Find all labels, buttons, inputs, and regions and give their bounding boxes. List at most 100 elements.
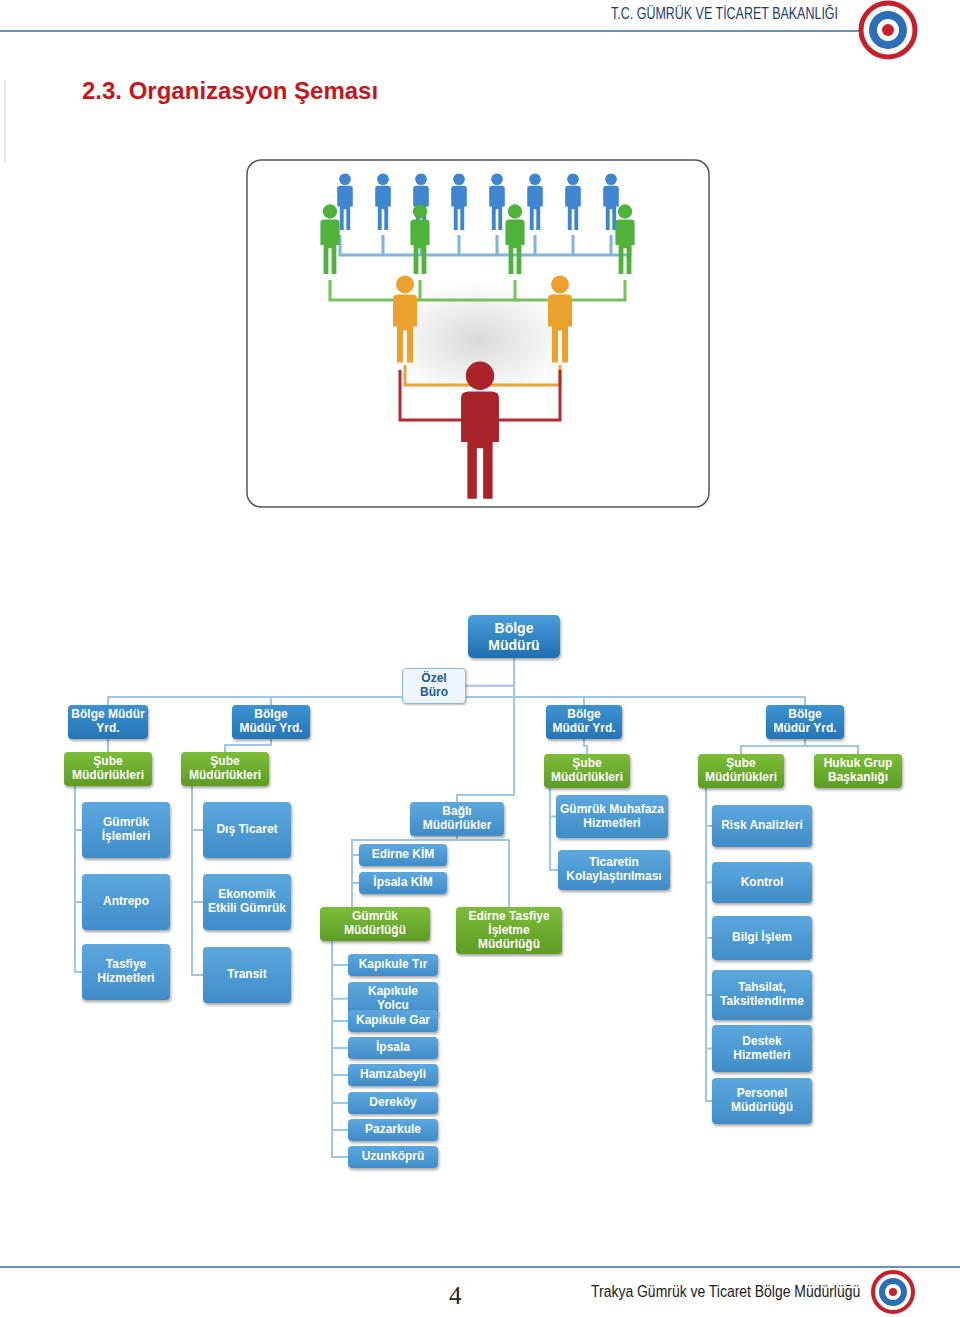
hierarchy-illustration bbox=[247, 160, 709, 507]
unit-box: Kapıkule Gar bbox=[348, 1010, 438, 1032]
connector-line bbox=[271, 658, 514, 705]
connector-line bbox=[332, 941, 348, 999]
node-text: Transit bbox=[206, 968, 288, 982]
node-text: Tasfiye Hizmetleri bbox=[85, 958, 167, 986]
connector-line bbox=[352, 836, 457, 907]
branch-box: Şube Müdürlükleri bbox=[181, 752, 269, 786]
unit-box: İpsala bbox=[348, 1037, 438, 1059]
connector-line bbox=[332, 941, 348, 1048]
connector-line bbox=[514, 658, 805, 705]
node-text: Hamzabeyli bbox=[351, 1068, 435, 1082]
node-text: Antrepo bbox=[85, 895, 167, 909]
page-number: 4 bbox=[449, 1282, 462, 1310]
node-text: Pazarkule bbox=[351, 1123, 435, 1137]
node-text: Bölge Müdür Yrd. bbox=[71, 708, 145, 736]
connector-line bbox=[584, 739, 587, 754]
node-text: Risk Analizleri bbox=[715, 819, 809, 833]
footer-text: Trakya Gümrük ve Ticaret Bölge Müdürlüğü bbox=[591, 1282, 860, 1302]
office-box: Özel Büro bbox=[402, 668, 466, 704]
unit-box: Uzunköprü bbox=[348, 1146, 438, 1168]
deputy-box: Bölge Müdür Yrd. bbox=[546, 705, 622, 739]
node-text: Uzunköprü bbox=[351, 1150, 435, 1164]
unit-box: Risk Analizleri bbox=[712, 805, 812, 847]
connector-line bbox=[75, 786, 82, 830]
connector-line bbox=[805, 739, 858, 754]
unit-box: Antrepo bbox=[82, 874, 170, 930]
connector-line bbox=[466, 658, 514, 686]
node-text: Şube Müdürlükleri bbox=[547, 757, 627, 785]
connector-line bbox=[225, 739, 271, 752]
node-text: Şube Müdürlükleri bbox=[184, 755, 266, 783]
node-text: Bölge Müdürü bbox=[471, 620, 557, 652]
node-text: Dereköy bbox=[351, 1096, 435, 1110]
unit-box: Gümrük Müdürlüğü bbox=[320, 907, 430, 941]
unit-box: Dereköy bbox=[348, 1092, 438, 1114]
node-text: Kapıkule Yolcu bbox=[351, 985, 435, 1013]
node-text: Şube Müdürlükleri bbox=[67, 755, 149, 783]
connector-line bbox=[107, 739, 109, 752]
connector-line bbox=[332, 941, 348, 1103]
node-text: Bölge Müdür Yrd. bbox=[235, 708, 307, 736]
connector-line bbox=[192, 786, 203, 830]
node-text: Şube Müdürlükleri bbox=[701, 757, 781, 785]
director-box: Bölge Müdürü bbox=[468, 615, 560, 658]
node-text: Destek Hizmetleri bbox=[715, 1035, 809, 1063]
deputy-box: Bölge Müdür Yrd. bbox=[68, 705, 148, 739]
node-text: Dış Ticaret bbox=[206, 823, 288, 837]
unit-box: Edirne Tasfiye İşletme Müdürlüğü bbox=[456, 907, 562, 954]
connector-line bbox=[332, 941, 348, 1157]
ministry-logo bbox=[873, 1272, 913, 1312]
unit-box: Personel Müdürlüğü bbox=[712, 1078, 812, 1124]
connector-line bbox=[75, 786, 82, 902]
deputy-box: Bölge Müdür Yrd. bbox=[232, 705, 310, 739]
node-text: Kontrol bbox=[715, 876, 809, 890]
connector-line bbox=[332, 941, 348, 965]
node-text: İpsala KİM bbox=[362, 876, 444, 890]
node-text: Bölge Müdür Yrd. bbox=[769, 708, 841, 736]
connector-line bbox=[457, 836, 509, 907]
unit-box: Dış Ticaret bbox=[203, 802, 291, 858]
unit-box: Hamzabeyli bbox=[348, 1064, 438, 1086]
connector-line bbox=[332, 941, 348, 1021]
node-text: Gümrük İşlemleri bbox=[85, 816, 167, 844]
connector-line bbox=[741, 739, 805, 754]
ministry-logo bbox=[861, 3, 915, 57]
connector-line bbox=[332, 941, 348, 1075]
unit-box: Kapıkule Tır bbox=[348, 954, 438, 976]
unit-box: Destek Hizmetleri bbox=[712, 1025, 812, 1072]
node-text: Kapıkule Tır bbox=[351, 958, 435, 972]
node-text: Gümrük Muhafaza Hizmetleri bbox=[559, 803, 665, 831]
unit-box: Gümrük Muhafaza Hizmetleri bbox=[556, 795, 668, 838]
node-text: Gümrük Müdürlüğü bbox=[323, 910, 427, 938]
unit-box: Pazarkule bbox=[348, 1119, 438, 1141]
unit-box: Tasfiye Hizmetleri bbox=[82, 944, 170, 1000]
branch-box: Hukuk Grup Başkanlığı bbox=[814, 754, 902, 788]
header-text: T.C. GÜMRÜK VE TİCARET BAKANLIĞI bbox=[611, 5, 838, 23]
branch-box: Şube Müdürlükleri bbox=[544, 754, 630, 788]
unit-box: Transit bbox=[203, 947, 291, 1003]
connector-line bbox=[75, 786, 82, 972]
unit-box: Ticaretin Kolaylaştırılması bbox=[558, 850, 670, 890]
connector-line bbox=[108, 658, 514, 705]
unit-box: Edirne KİM bbox=[359, 844, 447, 866]
node-text: Ticaretin Kolaylaştırılması bbox=[561, 856, 667, 884]
node-text: Hukuk Grup Başkanlığı bbox=[817, 757, 899, 785]
unit-box: Gümrük İşlemleri bbox=[82, 802, 170, 858]
unit-box: Bağlı Müdürlükler bbox=[410, 802, 504, 836]
node-text: Ekonomik Etkili Gümrük bbox=[206, 888, 288, 916]
node-text: Bölge Müdür Yrd. bbox=[549, 708, 619, 736]
page-title: 2.3. Organizasyon Şeması bbox=[82, 77, 378, 105]
node-text: İpsala bbox=[351, 1041, 435, 1055]
unit-box: Tahsilat, Taksitlendirme bbox=[712, 970, 812, 1020]
deputy-box: Bölge Müdür Yrd. bbox=[766, 705, 844, 739]
unit-box: Kontrol bbox=[712, 862, 812, 903]
node-text: Özel Büro bbox=[406, 672, 462, 700]
node-text: Bağlı Müdürlükler bbox=[413, 805, 501, 833]
branch-box: Şube Müdürlükleri bbox=[698, 754, 784, 788]
unit-box: Bilgi İşlem bbox=[712, 916, 812, 960]
node-text: Edirne Tasfiye İşletme Müdürlüğü bbox=[459, 910, 559, 951]
